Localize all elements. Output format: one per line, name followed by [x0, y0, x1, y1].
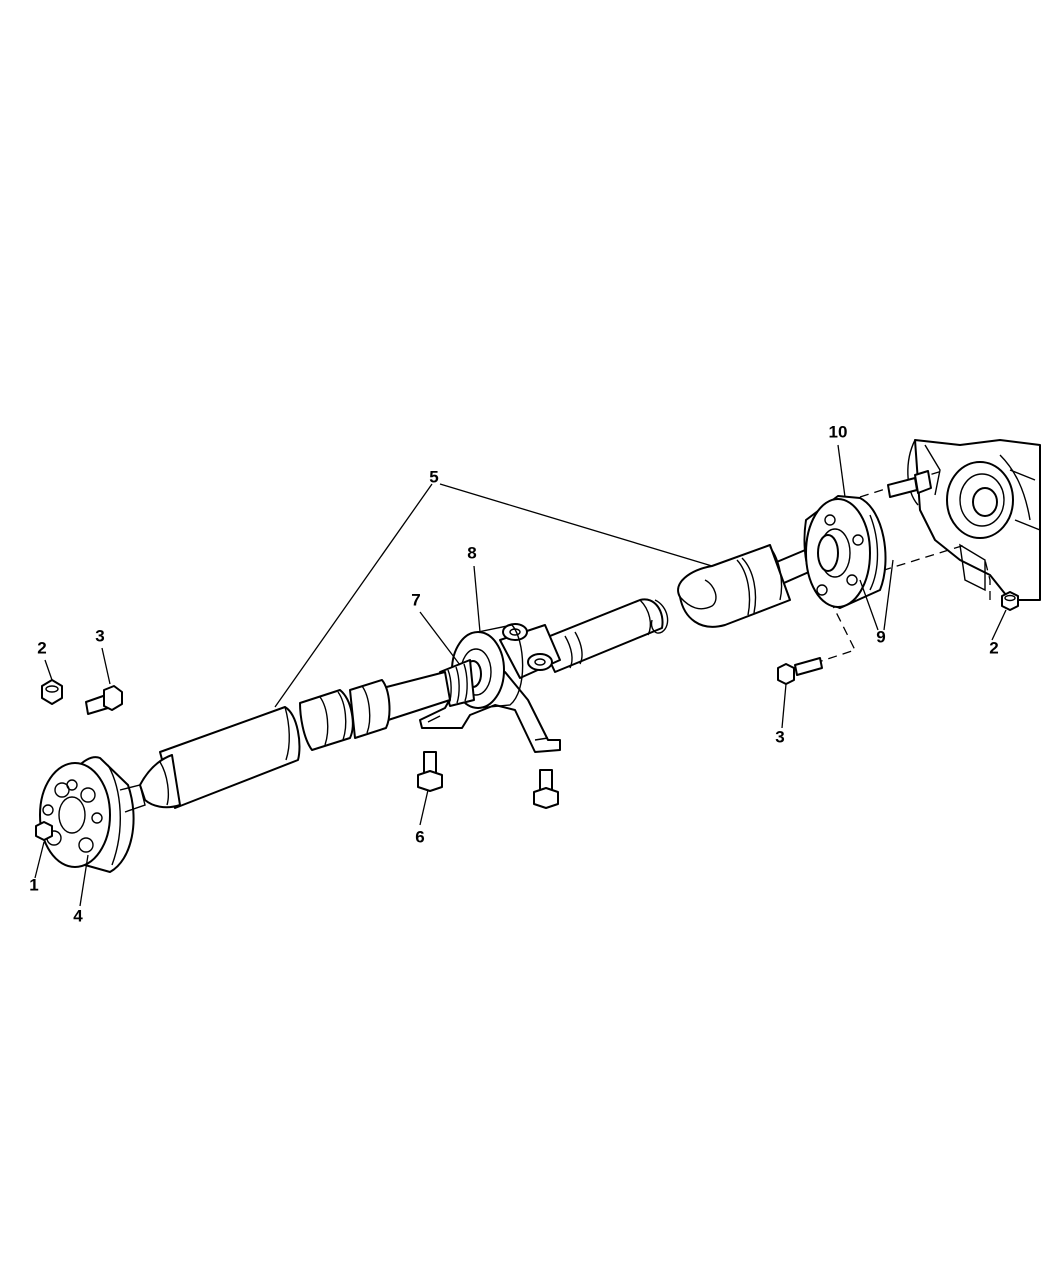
front-flex-disc: [39, 756, 146, 873]
rear-shaft-section: [677, 544, 819, 628]
callout-2-left: 2: [37, 638, 46, 657]
bolt-left: [85, 685, 123, 715]
callout-7: 7: [411, 590, 420, 609]
callout-6: 6: [415, 827, 424, 846]
bearing-bolt-6: [417, 751, 443, 792]
leader-lines: [34, 444, 1007, 907]
alignment-line-bolt: [799, 599, 856, 669]
callout-1: 1: [29, 875, 38, 894]
center-bearing-assembly: [419, 624, 561, 753]
callout-9: 9: [876, 627, 885, 646]
callout-4: 4: [73, 906, 83, 925]
callout-10: 10: [829, 422, 848, 441]
callout-3-left: 3: [95, 626, 104, 645]
nut-right: [984, 559, 1019, 611]
callout-5: 5: [429, 467, 438, 486]
bearing-bolt-second: [533, 769, 559, 809]
callout-3-middle: 3: [775, 727, 784, 746]
callout-8: 8: [467, 543, 476, 562]
nut-left: [41, 679, 63, 705]
flex-disc-bolt-1: [35, 821, 53, 841]
rear-differential-housing: [907, 439, 1041, 601]
front-shaft-section: [139, 671, 451, 809]
universal-joint: [499, 623, 561, 679]
bolt-middle: [777, 657, 823, 685]
rear-flex-disc: [803, 495, 887, 609]
differential-bolt: [887, 470, 932, 498]
middle-shaft-section: [539, 598, 669, 673]
callout-2-right: 2: [989, 638, 998, 657]
